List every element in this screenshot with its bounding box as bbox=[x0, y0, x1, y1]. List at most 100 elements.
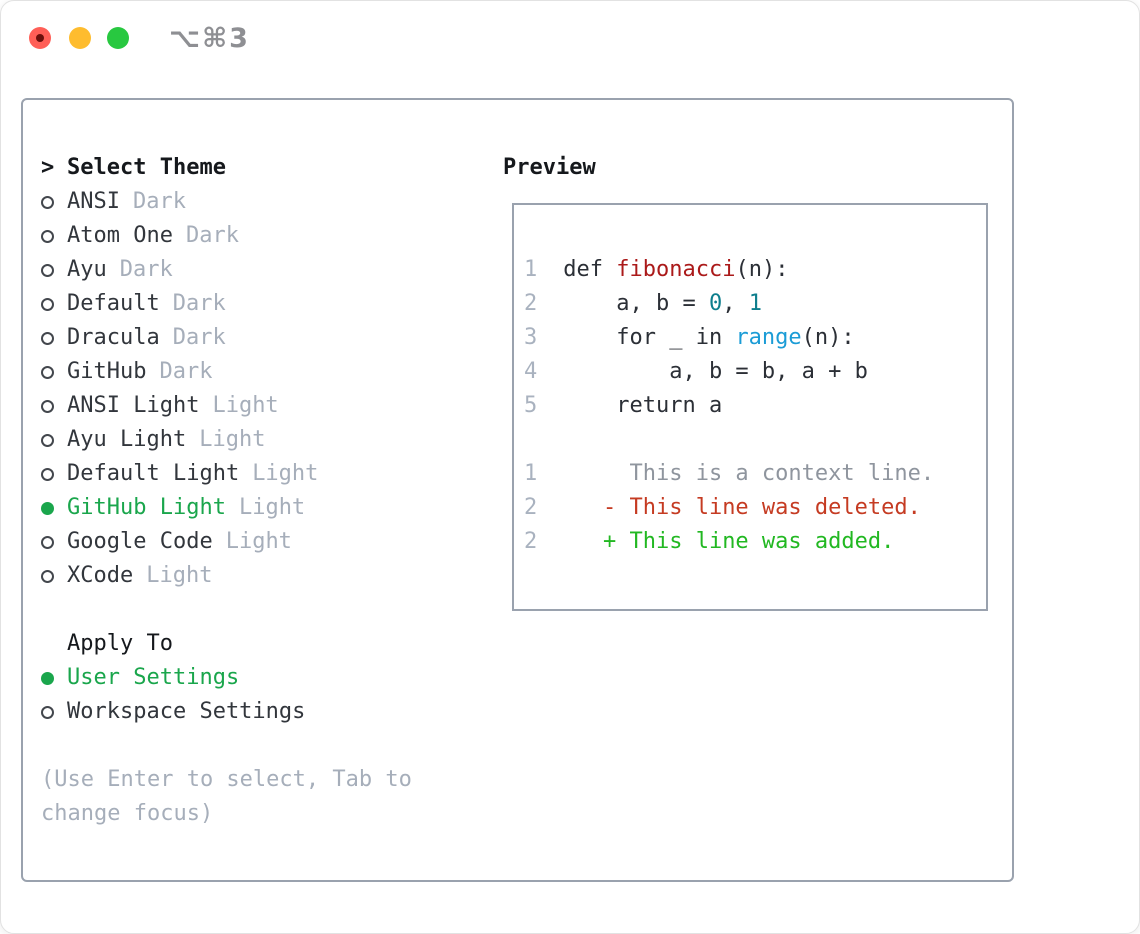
option-label: GitHub Light bbox=[67, 495, 226, 520]
prompt-marker: > bbox=[41, 151, 67, 185]
code-segment: + This line was added. bbox=[563, 529, 895, 554]
option-variant: Dark bbox=[172, 291, 226, 316]
code-segment: - This line was deleted. bbox=[563, 495, 921, 520]
radio-marker bbox=[41, 399, 67, 413]
minimize-button[interactable] bbox=[69, 27, 91, 49]
theme-option-atom-one[interactable]: Atom One Dark bbox=[41, 219, 412, 253]
apply-option-user-settings[interactable]: User Settings bbox=[41, 661, 412, 695]
window-title-shortcut: ⌥⌘3 bbox=[169, 23, 250, 54]
apply-to-title: Apply To bbox=[67, 631, 173, 656]
hint-line-2: change focus) bbox=[41, 801, 214, 826]
theme-option-default[interactable]: Default Dark bbox=[41, 287, 412, 321]
option-label: Ayu bbox=[67, 257, 107, 282]
option-label: User Settings bbox=[67, 665, 240, 690]
theme-option-ansi[interactable]: ANSI Dark bbox=[41, 185, 412, 219]
code-segment: range bbox=[735, 325, 802, 350]
radio-marker bbox=[41, 365, 67, 379]
radio-marker bbox=[41, 297, 67, 311]
radio-icon bbox=[41, 195, 54, 209]
radio-marker bbox=[41, 433, 67, 447]
code-segment: fibonacci bbox=[616, 257, 736, 282]
option-label: Atom One bbox=[67, 223, 173, 248]
code-line: 2 a, b = 0, 1 bbox=[524, 287, 986, 321]
apply-to-header: Apply To bbox=[41, 627, 412, 661]
select-theme-header: > Select Theme bbox=[41, 151, 412, 185]
code-segment: 1 bbox=[748, 291, 762, 316]
line-number: 5 bbox=[524, 393, 538, 418]
code-line: 1 This is a context line. bbox=[524, 457, 986, 491]
code-segment: a, b = bbox=[563, 291, 709, 316]
radio-icon bbox=[41, 399, 54, 413]
option-label: Ayu Light bbox=[67, 427, 187, 452]
spacer bbox=[41, 593, 412, 627]
radio-selected-icon bbox=[41, 501, 54, 515]
line-number: 4 bbox=[524, 359, 538, 384]
prompt-icon: > bbox=[41, 155, 55, 180]
radio-icon bbox=[41, 365, 54, 379]
code-segment: (n): bbox=[735, 257, 789, 282]
code-segment: , bbox=[722, 291, 749, 316]
code-line: 4 a, b = b, a + b bbox=[524, 355, 986, 389]
option-label: Default bbox=[67, 291, 160, 316]
option-label: Workspace Settings bbox=[67, 699, 306, 724]
option-label: Dracula bbox=[67, 325, 160, 350]
radio-icon bbox=[41, 263, 54, 277]
line-number: 2 bbox=[524, 495, 538, 520]
line-number: 1 bbox=[524, 257, 538, 282]
radio-icon bbox=[41, 569, 54, 583]
option-label: XCode bbox=[67, 563, 134, 588]
line-number: 1 bbox=[524, 461, 538, 486]
radio-icon bbox=[41, 297, 54, 311]
radio-marker bbox=[41, 501, 67, 515]
option-variant: Dark bbox=[172, 325, 226, 350]
zoom-button[interactable] bbox=[107, 27, 129, 49]
option-label: ANSI bbox=[67, 189, 120, 214]
radio-marker bbox=[41, 671, 67, 685]
line-number: 3 bbox=[524, 325, 538, 350]
apply-option-workspace-settings[interactable]: Workspace Settings bbox=[41, 695, 412, 729]
titlebar: ⌥⌘3 bbox=[1, 1, 1139, 75]
radio-icon bbox=[41, 433, 54, 447]
option-variant: Dark bbox=[185, 223, 239, 248]
option-variant: Dark bbox=[132, 189, 186, 214]
option-label: ANSI Light bbox=[67, 393, 200, 418]
code-segment: 0 bbox=[708, 291, 723, 316]
radio-marker bbox=[41, 331, 67, 345]
line-number bbox=[524, 423, 537, 457]
radio-marker bbox=[41, 229, 67, 243]
code-line: 2 + This line was added. bbox=[524, 525, 986, 559]
select-theme-title: Select Theme bbox=[67, 155, 226, 180]
theme-option-xcode[interactable]: XCode Light bbox=[41, 559, 412, 593]
radio-marker bbox=[41, 569, 67, 583]
code-segment: (n): bbox=[801, 325, 855, 350]
option-label: GitHub bbox=[67, 359, 147, 384]
code-line: 2 - This line was deleted. bbox=[524, 491, 986, 525]
code-segment: a, b = b, a + b bbox=[563, 359, 868, 384]
radio-marker bbox=[41, 263, 67, 277]
code-segment: return a bbox=[563, 393, 723, 418]
radio-marker bbox=[41, 467, 67, 481]
radio-icon bbox=[41, 331, 54, 345]
theme-option-dracula[interactable]: Dracula Dark bbox=[41, 321, 412, 355]
radio-icon bbox=[41, 467, 54, 481]
option-variant: Light bbox=[146, 563, 213, 588]
radio-selected-icon bbox=[41, 671, 54, 685]
radio-marker bbox=[41, 705, 67, 719]
code-segment: for _ in bbox=[563, 325, 736, 350]
close-button[interactable] bbox=[29, 27, 51, 49]
code-line: 3 for _ in range(n): bbox=[524, 321, 986, 355]
